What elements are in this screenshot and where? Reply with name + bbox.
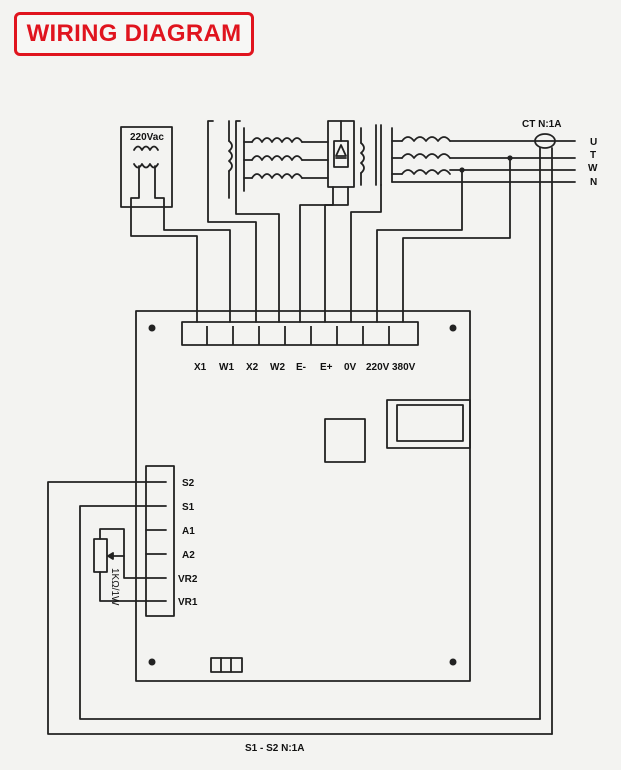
exciter-coil — [228, 140, 233, 172]
field-coil-2 — [251, 155, 303, 161]
side-label-s2: S2 — [182, 478, 195, 489]
mount-screw — [148, 658, 156, 666]
terminal-label-w1: W1 — [219, 362, 234, 373]
terminal-label-x1: X1 — [194, 362, 207, 373]
terminal-label-220v: 220V — [366, 362, 390, 373]
wire-380v — [402, 157, 511, 323]
mount-screw — [449, 658, 457, 666]
wire-s2 — [47, 481, 553, 735]
phase-label-t: T — [590, 150, 596, 161]
wire-220v — [376, 169, 463, 323]
side-terminal-block — [145, 465, 175, 617]
wire-w1 — [154, 165, 231, 323]
bottom-connector — [210, 657, 243, 673]
wire-vr2 — [99, 528, 147, 579]
side-label-vr2: VR2 — [178, 574, 198, 585]
field-coil-3 — [251, 173, 303, 179]
wire-x1 — [130, 165, 198, 323]
phase-label-n: N — [590, 177, 597, 188]
side-label-a1: A1 — [182, 526, 195, 537]
field-coil-1 — [251, 137, 303, 143]
side-label-s1: S1 — [182, 502, 195, 513]
side-label-vr1: VR1 — [178, 597, 198, 608]
diode-symbol — [335, 144, 347, 157]
wire-x2 — [207, 120, 257, 323]
potentiometer — [93, 538, 108, 573]
square-component — [324, 418, 366, 463]
side-label-a2: A2 — [182, 550, 195, 561]
supply-box — [120, 126, 173, 208]
ct-label: CT N:1A — [522, 119, 561, 130]
mount-screw — [148, 324, 156, 332]
display-frame — [386, 399, 471, 449]
pot-label: 1KΩ/1W — [109, 568, 120, 606]
bottom-label: S1 - S2 N:1A — [245, 743, 304, 754]
diagram-title-box: WIRING DIAGRAM — [14, 12, 254, 56]
avr-board — [135, 310, 471, 682]
stator-coil-3 — [401, 169, 451, 175]
current-transformer — [534, 133, 556, 149]
terminal-label-380v: 380V — [392, 362, 416, 373]
terminal-strip — [181, 321, 419, 346]
display-window — [396, 404, 464, 442]
wire-e-minus — [299, 186, 334, 323]
wire-s1 — [79, 505, 541, 720]
phase-label-w: W — [588, 163, 598, 174]
main-rotor-coil — [360, 142, 365, 174]
wire-w2 — [235, 120, 280, 323]
terminal-label-0v: 0V — [344, 362, 357, 373]
supply-label: 220Vac — [130, 132, 164, 143]
junction-dot — [459, 167, 465, 173]
supply-coil-bottom — [133, 163, 159, 169]
wire-0v — [350, 184, 382, 323]
phase-label-u: U — [590, 137, 597, 148]
terminal-label-x2: X2 — [246, 362, 259, 373]
terminal-label-e-minus: E- — [296, 362, 306, 373]
wire-e-plus — [324, 186, 349, 323]
wire-vr1 — [99, 571, 147, 602]
stator-coil-1 — [401, 136, 451, 142]
supply-coil-top — [133, 145, 159, 151]
diagram-title: WIRING DIAGRAM — [26, 20, 242, 47]
terminal-label-w2: W2 — [270, 362, 285, 373]
junction-dot — [507, 155, 513, 161]
terminal-label-e-plus: E+ — [320, 362, 333, 373]
stator-coil-2 — [401, 153, 451, 159]
mount-screw — [449, 324, 457, 332]
